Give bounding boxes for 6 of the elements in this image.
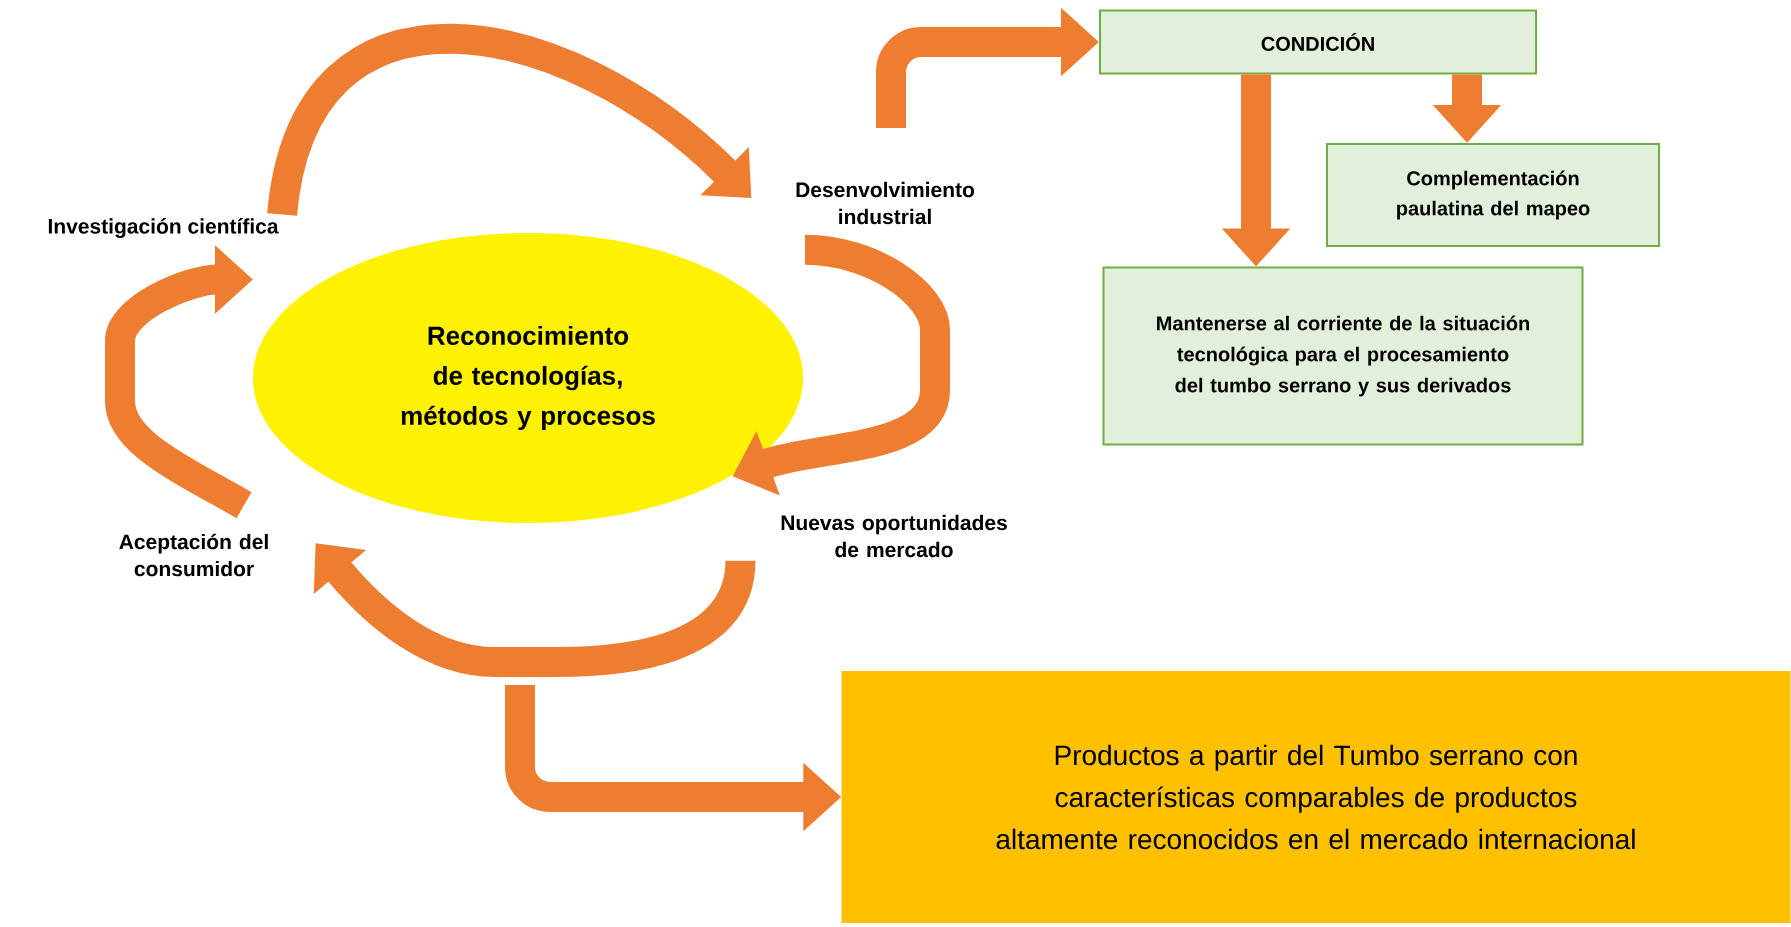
text-box: Mantenerse al corriente de la situación tecnológica para el procesamiento del tumbo serrano y sus derivados xyxy=(1102,266,1584,446)
cycle-label: Aceptación del consumidor xyxy=(119,533,268,577)
condition-box: CONDICIÓN xyxy=(1099,9,1537,75)
text-box: Complementación paulatina del mapeo xyxy=(1326,143,1660,247)
cycle-label: Desenvolvimiento industrial xyxy=(796,181,975,225)
result-box: Productos a partir del Tumbo serrano con características comparables de productos altamente reconocidos en el mercado internacional xyxy=(841,671,1791,923)
